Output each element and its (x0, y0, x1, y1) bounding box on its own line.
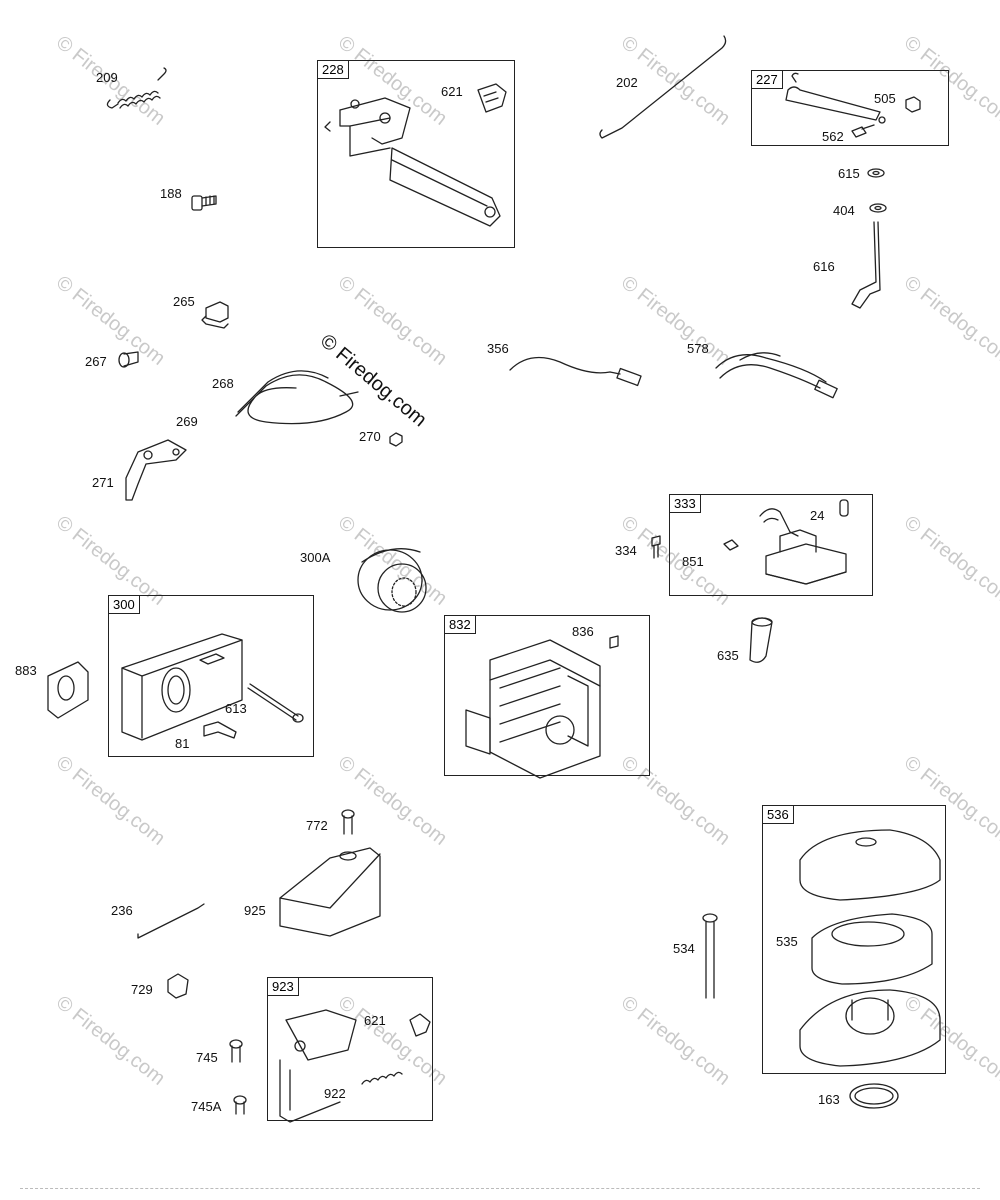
callout-534: 534 (673, 941, 695, 956)
part-616-crank (851, 221, 881, 309)
box-300: 300 (108, 595, 314, 757)
callout-729: 729 (131, 982, 153, 997)
callout-209: 209 (96, 70, 118, 85)
part-832-heat-shield (465, 635, 619, 779)
part-536-cover (799, 829, 941, 901)
part-356-wire (509, 356, 642, 387)
part-270-nut (389, 432, 403, 447)
box-923: 923 (267, 977, 433, 1121)
callout-615: 615 (838, 166, 860, 181)
part-925-shield (279, 847, 381, 937)
part-578-harness (715, 352, 838, 399)
part-404-washer (869, 203, 887, 213)
callout-616: 616 (813, 259, 835, 274)
box-228-label: 228 (318, 61, 349, 79)
part-81-lock (203, 721, 237, 739)
part-536-base (799, 989, 941, 1067)
callout-635: 635 (717, 648, 739, 663)
part-615-nut (867, 168, 885, 178)
part-202-rod (599, 35, 727, 139)
part-209-spring (106, 67, 167, 109)
callout-268: 268 (212, 376, 234, 391)
callout-236: 236 (111, 903, 133, 918)
callout-836: 836 (572, 624, 594, 639)
callout-621: 621 (441, 84, 463, 99)
callout-925: 925 (244, 903, 266, 918)
box-227-label: 227 (752, 71, 783, 89)
callout-202: 202 (616, 75, 638, 90)
part-635-spark-boot (749, 617, 773, 663)
footer-divider (20, 1188, 980, 1191)
box-923-label: 923 (268, 978, 299, 996)
part-621-clip (477, 83, 507, 113)
part-268-cable (235, 370, 359, 425)
callout-188: 188 (160, 186, 182, 201)
callout-505: 505 (874, 91, 896, 106)
callout-270: 270 (359, 429, 381, 444)
part-334-screw (651, 535, 661, 559)
part-300-muffler (121, 633, 243, 741)
box-536: 536 (762, 805, 946, 1074)
callout-621-box923: 621 (364, 1013, 386, 1028)
part-300A-muffler-guard (357, 548, 427, 613)
box-333-label: 333 (670, 495, 701, 513)
part-534-bolt (702, 913, 718, 999)
box-227: 227 (751, 70, 949, 146)
box-832-label: 832 (445, 616, 476, 634)
part-772-screw (341, 809, 355, 835)
part-923-bracket (279, 1009, 431, 1123)
callout-265: 265 (173, 294, 195, 309)
part-271-lever (125, 439, 187, 501)
callout-562: 562 (822, 129, 844, 144)
callout-267: 267 (85, 354, 107, 369)
callout-163: 163 (818, 1092, 840, 1107)
part-227-lever (785, 72, 921, 138)
part-729-clamp (167, 973, 189, 999)
callout-883: 883 (15, 663, 37, 678)
part-228-bracket (324, 97, 501, 227)
box-228: 228 (317, 60, 515, 248)
part-265-clamp (201, 301, 229, 329)
callout-772: 772 (306, 818, 328, 833)
callout-404: 404 (833, 203, 855, 218)
part-745-screw (229, 1039, 243, 1063)
callout-613: 613 (225, 701, 247, 716)
callout-535: 535 (776, 934, 798, 949)
box-536-label: 536 (763, 806, 794, 824)
part-535-filter (811, 913, 933, 985)
part-333-ignition-coil (723, 499, 849, 585)
callout-334: 334 (615, 543, 637, 558)
box-832: 832 (444, 615, 650, 776)
callout-851: 851 (682, 554, 704, 569)
callout-300A: 300A (300, 550, 331, 565)
callout-745A: 745A (191, 1099, 222, 1114)
callout-81: 81 (175, 736, 190, 751)
callout-269: 269 (176, 414, 198, 429)
callout-24: 24 (810, 508, 825, 523)
part-267-screw (118, 351, 139, 368)
callout-356: 356 (487, 341, 509, 356)
part-163-seal (849, 1083, 899, 1109)
callout-922: 922 (324, 1086, 346, 1101)
part-236-link (137, 903, 205, 939)
box-300-label: 300 (109, 596, 140, 614)
part-745A-screw (233, 1095, 247, 1115)
part-883-gasket (47, 661, 89, 719)
box-333: 333 (669, 494, 873, 596)
callout-745: 745 (196, 1050, 218, 1065)
callout-271: 271 (92, 475, 114, 490)
part-188-bolt (191, 195, 217, 211)
part-613-bolt (247, 683, 304, 723)
callout-578: 578 (687, 341, 709, 356)
